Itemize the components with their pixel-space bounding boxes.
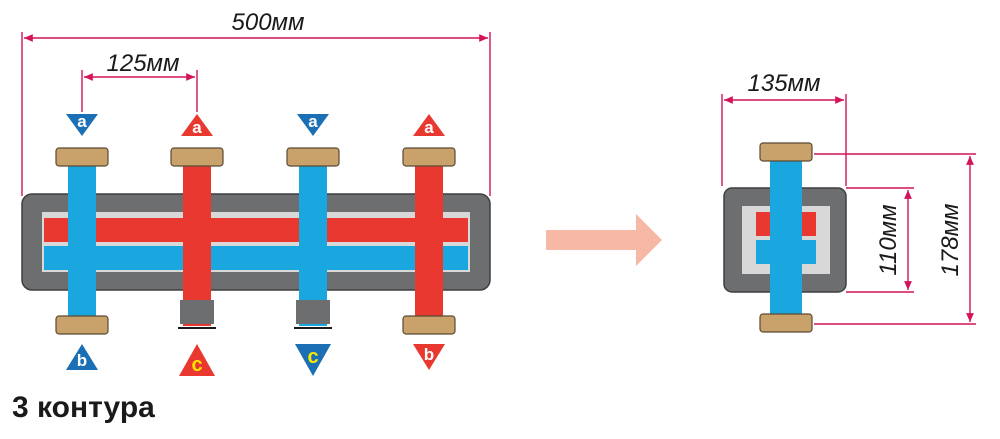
marker-bottom-2-label: c [191,354,202,376]
caption: 3 контура [12,391,155,424]
bottom-markers: b c c b [66,344,445,376]
bottom-fittings [55,315,456,335]
marker-top-3 [297,114,329,136]
bottom-caps [178,300,332,329]
top-fittings [55,147,456,167]
marker-top-2-label: a [192,118,202,137]
marker-bottom-2 [179,344,215,376]
pipe-3 [299,160,327,326]
top-markers: a a a a [66,112,445,137]
marker-bottom-1-label: b [77,351,87,370]
dimension-outer-height: 178мм [814,153,976,325]
dimension-pipe-spacing-label: 125мм [107,50,180,77]
marker-bottom-3 [295,344,331,376]
pipe-4 [415,160,443,326]
front-view: a a a a b c c b 500мм [21,9,491,376]
marker-top-1-label: a [77,112,87,131]
dimension-pipe-spacing: 125мм [81,50,198,112]
marker-top-2 [181,114,213,136]
side-pipe [770,152,802,322]
side-top-fitting [759,142,813,162]
dimension-inner-height: 110мм [846,187,914,293]
marker-top-4 [413,114,445,136]
pipe-2 [183,160,211,326]
marker-bottom-4-label: b [424,345,434,364]
dimension-side-width: 135мм [721,70,847,186]
transition-arrow [546,214,662,266]
marker-bottom-4 [413,344,445,370]
marker-top-3-label: a [308,112,318,131]
marker-top-4-label: a [424,118,434,137]
dimension-inner-height-label: 110мм [875,204,902,275]
dimension-side-width-label: 135мм [748,70,821,97]
pipe-1 [68,160,96,326]
marker-bottom-3-label: c [307,346,318,368]
dimension-total-width-label: 500мм [232,9,305,36]
dimension-outer-height-label: 178мм [937,204,964,277]
side-view: 135мм 110мм 178мм [721,70,976,333]
marker-bottom-1 [66,344,98,370]
hot-channel [44,218,468,242]
cold-channel [44,246,468,270]
side-bottom-fitting [759,313,813,333]
marker-top-1 [66,114,98,136]
dimension-total-width: 500мм [21,9,491,196]
